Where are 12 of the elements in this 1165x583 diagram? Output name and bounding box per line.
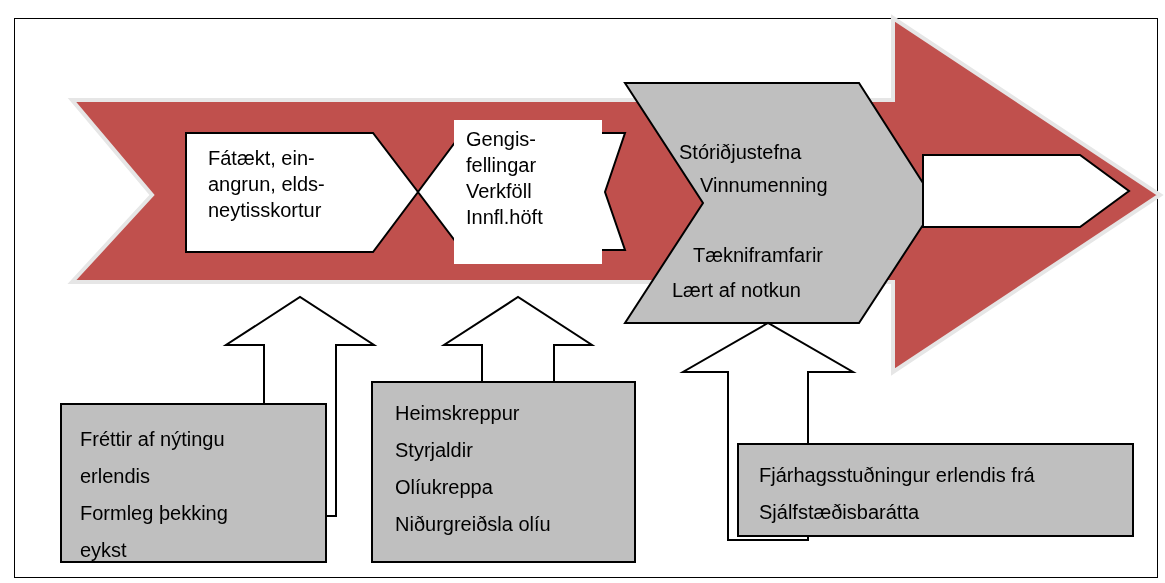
factor-text: Olíukreppa <box>395 476 493 498</box>
factor-text: Formleg þekking eykst <box>80 502 228 561</box>
factor-text: Niðurgreiðsla olíu <box>395 513 551 535</box>
factor-text: Styrjaldir <box>395 439 473 461</box>
factor-text: Fjárhagsstuðningur erlendis frá <box>759 464 1035 486</box>
factor-text: Heimskreppur <box>395 402 520 424</box>
factor-box <box>371 381 636 563</box>
factor-box <box>60 403 327 563</box>
factor-text: Sjálfstæðisbarátta <box>759 501 920 523</box>
block-arrow <box>679 321 857 541</box>
factor-box <box>737 443 1134 537</box>
factor-text: Fréttir af nýtingu erlendis <box>80 428 225 487</box>
